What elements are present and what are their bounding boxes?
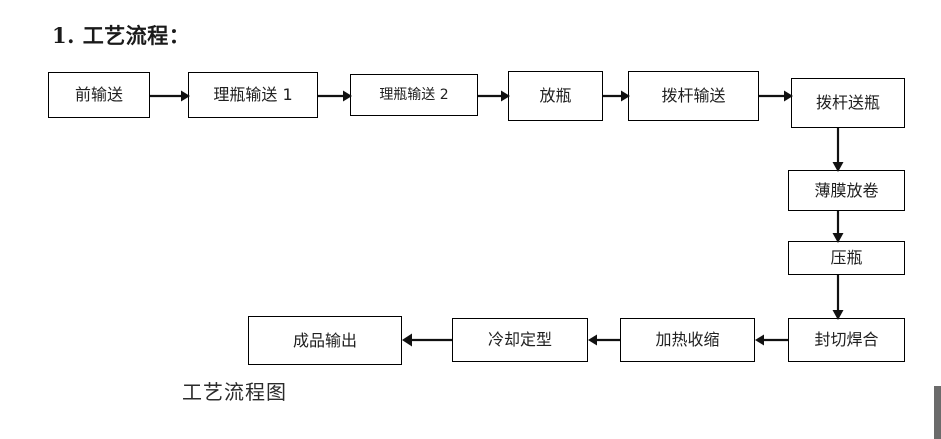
- flow-arrow-left-n11-n12: [402, 330, 452, 350]
- flow-node-label: 压瓶: [830, 248, 863, 267]
- flow-node-fengqiehanhe[interactable]: 封切焊合: [788, 318, 905, 362]
- flow-node-label: 拨杆输送: [661, 86, 726, 105]
- flow-arrow-right-n5-n6: [759, 86, 793, 106]
- flow-node-label: 放瓶: [539, 86, 572, 105]
- flow-arrow-left-n10-n11: [588, 330, 620, 350]
- flow-arrow-left-n9-n10: [755, 330, 788, 350]
- flow-node-label: 理瓶输送 1: [213, 85, 293, 104]
- flow-node-jiarehoushuo[interactable]: 加热收缩: [620, 318, 755, 362]
- page-heading: 1. 工艺流程：: [52, 23, 191, 48]
- flow-node-label: 封切焊合: [814, 330, 879, 349]
- flow-node-label: 加热收缩: [655, 330, 720, 349]
- flow-node-label: 拨杆送瓶: [815, 93, 880, 112]
- figure-caption: 工艺流程图: [182, 380, 287, 404]
- flow-arrow-right-n2-n3: [318, 86, 352, 106]
- flow-node-label: 成品输出: [292, 330, 357, 350]
- flow-node-qianshusong[interactable]: 前输送: [48, 72, 150, 118]
- flow-node-bogansongping[interactable]: 拨杆送瓶: [791, 78, 905, 128]
- flow-node-label: 薄膜放卷: [814, 180, 879, 200]
- flow-node-lipingshusong-2[interactable]: 理瓶输送 2: [350, 74, 478, 116]
- flow-node-lengquedingxing[interactable]: 冷却定型: [452, 318, 588, 362]
- scrollbar-thumb[interactable]: [934, 386, 941, 439]
- flow-arrow-down-n7-n8: [828, 211, 848, 243]
- flow-node-label: 理瓶输送 2: [379, 87, 449, 103]
- flow-node-lipingshusong-1[interactable]: 理瓶输送 1: [188, 72, 318, 118]
- flow-node-chengpinshuchu[interactable]: 成品输出: [248, 316, 402, 365]
- flow-arrow-right-n1-n2: [150, 86, 190, 106]
- flow-node-label: 冷却定型: [487, 330, 552, 349]
- flow-arrow-right-n4-n5: [603, 86, 630, 106]
- flow-arrow-down-n8-n9: [828, 275, 848, 320]
- flow-node-label: 前输送: [74, 85, 123, 104]
- flow-arrow-down-n6-n7: [828, 128, 848, 172]
- flow-node-yaping[interactable]: 压瓶: [788, 241, 905, 275]
- flow-arrow-right-n3-n4: [478, 86, 510, 106]
- flow-node-boganshusong[interactable]: 拨杆输送: [628, 71, 759, 121]
- flow-node-fangping[interactable]: 放瓶: [508, 71, 603, 121]
- flow-node-baomofangjuan[interactable]: 薄膜放卷: [788, 170, 905, 211]
